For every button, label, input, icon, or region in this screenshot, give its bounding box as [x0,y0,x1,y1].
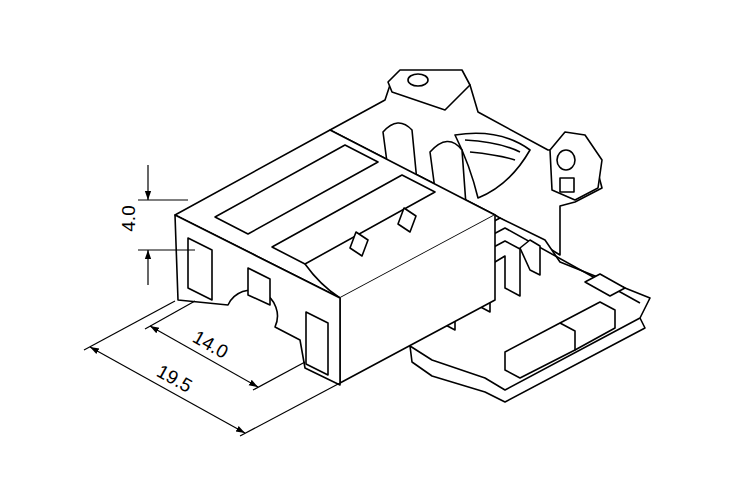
latch-ear [550,132,602,200]
extension-line [84,301,175,350]
latch-ear [388,70,470,110]
extension-line [138,199,188,200]
ear-hole [557,150,575,170]
extension-line [145,301,195,329]
slot [272,175,435,264]
extension-line [138,249,195,250]
dimension-value: 19.5 [151,360,196,396]
rib [398,208,416,232]
tab [585,274,625,296]
dimension-line [147,250,148,285]
leaf-line [470,152,515,160]
guide-leaf [455,133,530,198]
rung [505,323,575,378]
ear-hole [408,74,428,86]
block-front [175,215,340,385]
extension-line [253,362,305,390]
dimension-value: 4.0 [118,203,137,233]
extension-line [240,383,340,436]
tab [520,240,540,275]
contact-window [248,268,270,305]
block-side [340,215,495,383]
leaf-line [465,140,520,152]
rung [560,302,615,350]
contact-window [306,312,328,375]
contact-window [188,238,212,300]
ear-tab [560,178,574,192]
rib [350,232,368,256]
dimension-value: 14.0 [187,326,232,363]
dimension-line [147,165,148,200]
